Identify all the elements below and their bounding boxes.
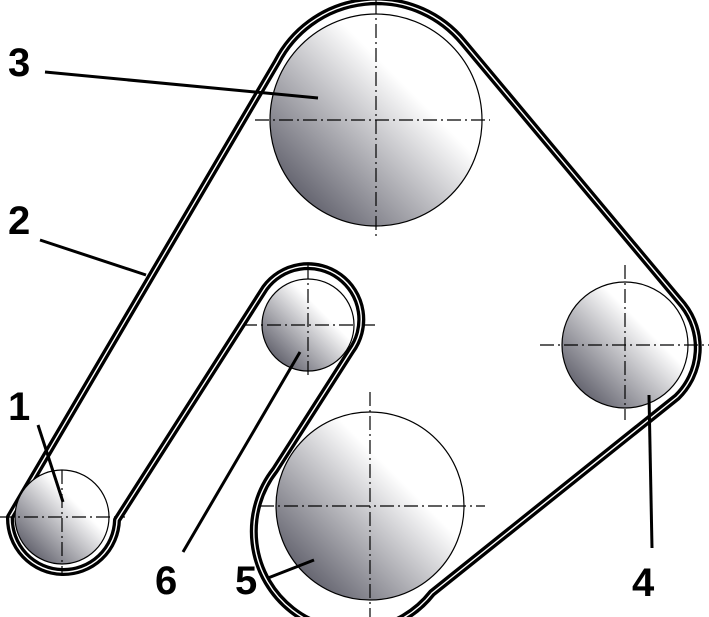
leader-6: [181, 351, 302, 553]
leader-5: [267, 558, 315, 580]
belt-core-line: [9, 0, 699, 617]
belt: [5, 0, 702, 617]
label-pulley-6: 6: [155, 559, 177, 603]
label-pulley-5: 5: [235, 559, 257, 603]
leader-lines: [36, 70, 654, 580]
leader-1: [36, 424, 65, 503]
label-pulley-3: 3: [8, 41, 30, 85]
label-pulley-1: 1: [8, 385, 30, 429]
label-pulley-4: 4: [632, 561, 655, 605]
leader-3: [44, 70, 319, 100]
label-belt: 2: [8, 199, 30, 243]
leader-2: [39, 238, 147, 277]
leader-4: [647, 394, 654, 549]
